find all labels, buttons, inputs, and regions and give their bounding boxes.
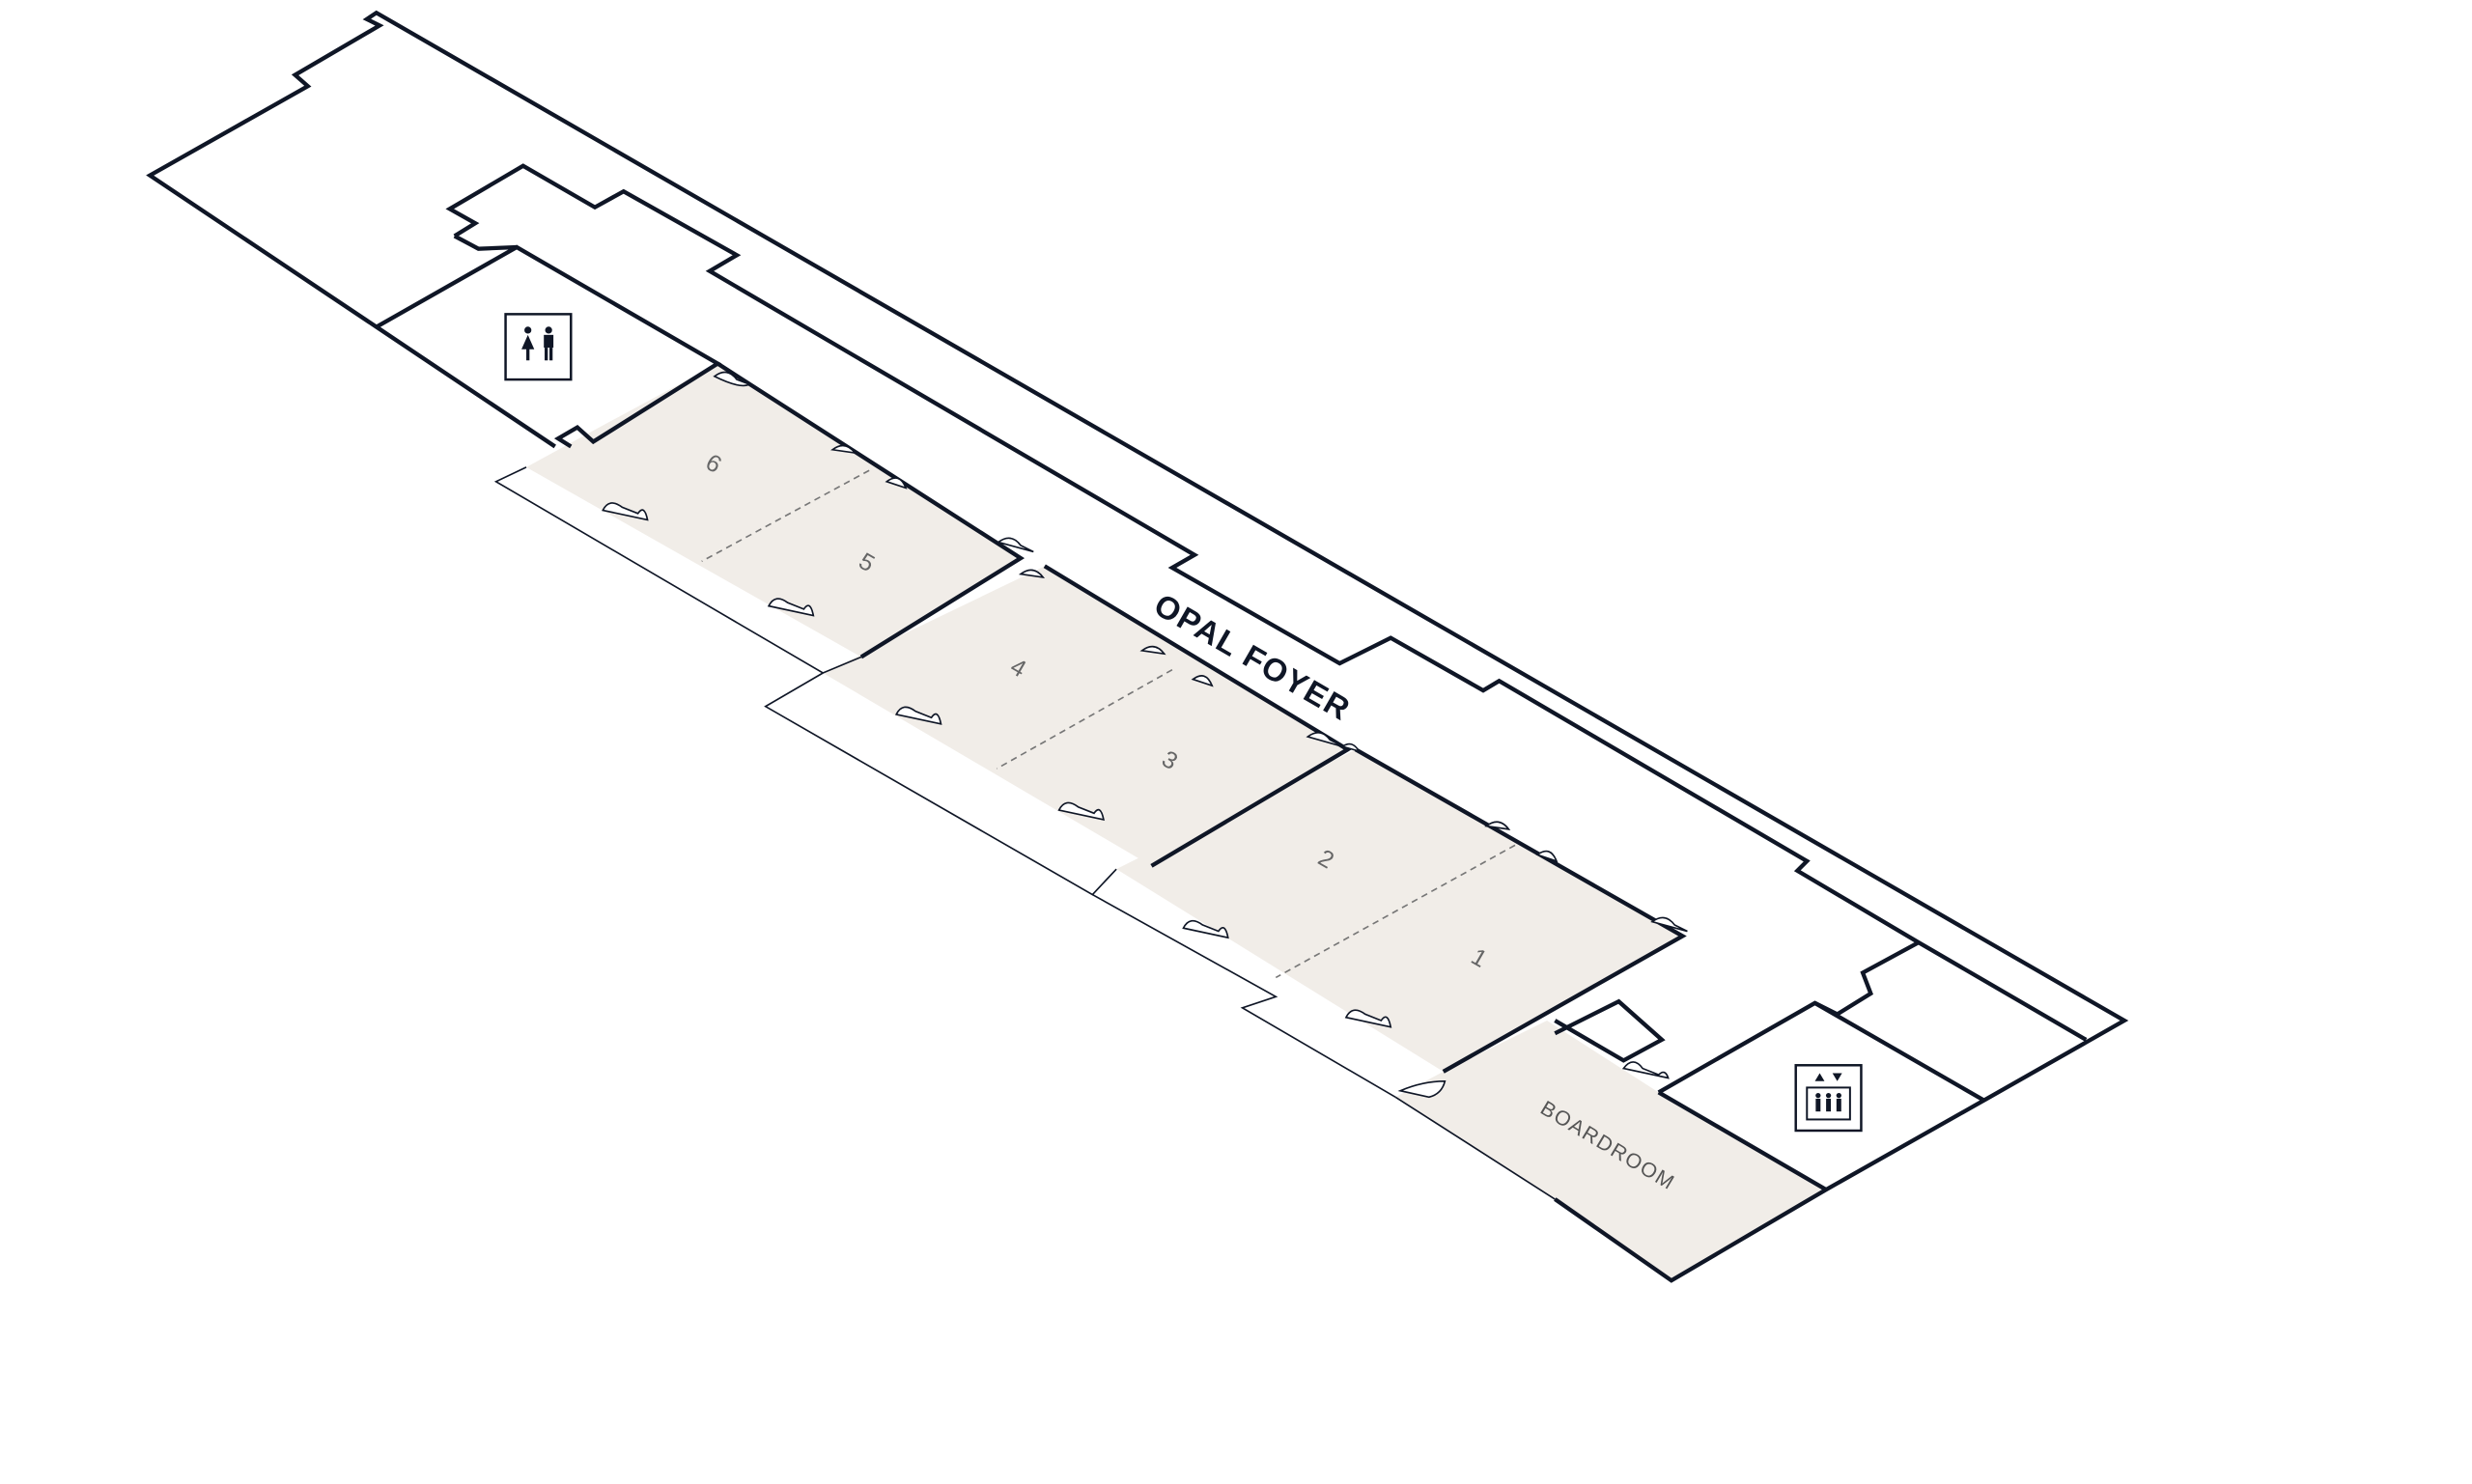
elevator-block — [1813, 1001, 1985, 1103]
foyer-wall — [445, 163, 2088, 1042]
room-wall — [1354, 747, 1687, 1074]
corridor-outline — [493, 466, 862, 674]
corridor-outline — [1394, 1096, 1556, 1200]
room-6-5[interactable] — [526, 363, 1022, 658]
room-4-3[interactable] — [823, 566, 1348, 866]
restroom-block — [453, 234, 518, 251]
partition-4-3 — [996, 668, 1173, 770]
room-wall — [1043, 564, 1352, 868]
corridor-outline — [764, 672, 1117, 896]
room-wall — [1554, 998, 1666, 1063]
elevator-block — [1657, 940, 1920, 1095]
elevator-icon — [1794, 1064, 1863, 1133]
partition-6-5 — [701, 469, 870, 563]
partition-2-1 — [1275, 844, 1516, 979]
doors — [602, 371, 1688, 1099]
boardroom[interactable] — [1395, 1021, 1827, 1281]
room-wall — [716, 361, 1025, 659]
elevator-block — [1657, 1090, 1828, 1191]
restroom-icon — [504, 313, 573, 381]
room-2-1[interactable] — [1116, 749, 1683, 1072]
corridor-outline — [1091, 893, 1396, 1099]
